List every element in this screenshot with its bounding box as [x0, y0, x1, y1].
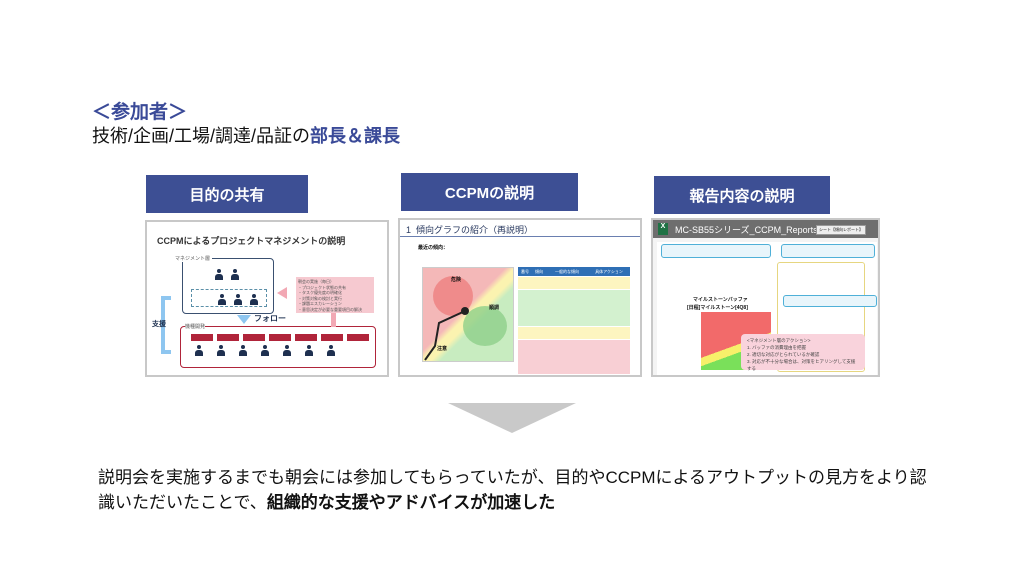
chart-title: マイルストーンバッファ	[693, 297, 748, 303]
meeting-item: ・課題エスカレーション	[298, 301, 342, 306]
development-box: 機種開発	[180, 323, 376, 368]
follow-label: フォロー	[254, 314, 286, 323]
thumb-title: MC-SB55シリーズ_CCPM_Reports	[675, 225, 818, 235]
thumb-title: CCPMによるプロジェクトマネジメントの説明	[157, 236, 346, 246]
person-icon	[234, 294, 242, 305]
down-arrow-icon	[237, 315, 251, 324]
management-box: マネジメント層	[173, 255, 274, 314]
trend-chart: 危険 順調 注意	[422, 267, 514, 362]
action-item: 3. 対応が不十分な場合は、対策をヒアリングして支援する	[747, 359, 856, 371]
action-item: 1. バッファの消費理由を把握	[747, 345, 807, 350]
ccpm-slide-thumbnail: 1 傾向グラフの紹介（再説明） 最近の傾向： 危険 順調 注意 番号傾向一般的な…	[398, 218, 642, 377]
section-header-ccpm: CCPMの説明	[401, 173, 578, 211]
development-label: 機種開発	[185, 323, 206, 330]
person-icon	[215, 269, 223, 280]
participants-highlight: 部長＆課長	[310, 126, 401, 146]
action-item: 2. 適切な対応がとられているか確認	[747, 352, 820, 357]
participants-heading: ＜参加者＞	[92, 102, 188, 123]
good-label: 順調	[489, 305, 500, 311]
report-slide-thumbnail: X MC-SB55シリーズ_CCPM_Reports シート【傾向レポート】 マ…	[651, 218, 880, 377]
purpose-slide-thumbnail: CCPMによるプロジェクトマネジメントの説明 マネジメント層 フォロー 支援 機…	[145, 220, 389, 377]
connector	[331, 313, 336, 327]
conclusion-text: 説明会を実施するまでも朝会には参加してもらっていたが、目的やCCPMによるアウト…	[98, 465, 938, 515]
chart-subtitle: [日程]マイルストーン[4Q8]	[687, 305, 748, 311]
left-arrow-icon	[277, 287, 287, 299]
meeting-item: ・意思決定が必要な重要項目の解決	[298, 306, 362, 312]
meeting-item: ・対策対象の検討と実行	[298, 295, 342, 301]
sheet-button: シート【傾向レポート】	[816, 225, 866, 235]
management-label: マネジメント層	[173, 255, 213, 262]
thumb-title: 1 傾向グラフの紹介（再説明）	[406, 225, 534, 235]
meeting-title: 朝会の実施（毎日）	[298, 279, 334, 284]
support-label: 支援	[152, 321, 166, 328]
section-header-report: 報告内容の説明	[654, 176, 830, 214]
meeting-box: 朝会の実施（毎日） ・プロジェクト状態の共有 ・タスク優先度の明確化 ・対策対象…	[296, 277, 374, 313]
participants-prefix: 技術/企画/工場/調達/品証の	[92, 126, 311, 146]
meeting-item: ・タスク優先度の明確化	[298, 290, 342, 295]
section-header-purpose: 目的の共有	[146, 175, 308, 213]
person-icon	[231, 269, 239, 280]
support-bracket	[161, 296, 171, 354]
conclusion-body: 説明会を実施するまでも朝会には参加してもらっていたが、目的やCCPMによるアウト…	[98, 468, 927, 512]
caution-label: 注意	[437, 346, 448, 352]
person-icon	[218, 294, 226, 305]
subtitle: 最近の傾向：	[418, 245, 449, 251]
danger-label: 危険	[451, 277, 462, 283]
excel-icon: X	[658, 223, 668, 235]
conclusion-highlight: 組織的な支援やアドバイスが加速した	[266, 493, 556, 512]
actions-box: <マネジメント層のアクション> 1. バッファの消費理由を把握 2. 適切な対応…	[741, 334, 865, 371]
meeting-item: ・プロジェクト状態の共有	[298, 284, 346, 290]
person-icon	[250, 294, 258, 305]
down-chevron-arrow	[448, 403, 576, 433]
trend-table: 番号傾向一般的な傾向具体アクション	[518, 267, 630, 374]
participants-list: 技術/企画/工場/調達/品証の部長＆課長	[92, 122, 400, 148]
actions-title: <マネジメント層のアクション>	[747, 338, 811, 343]
